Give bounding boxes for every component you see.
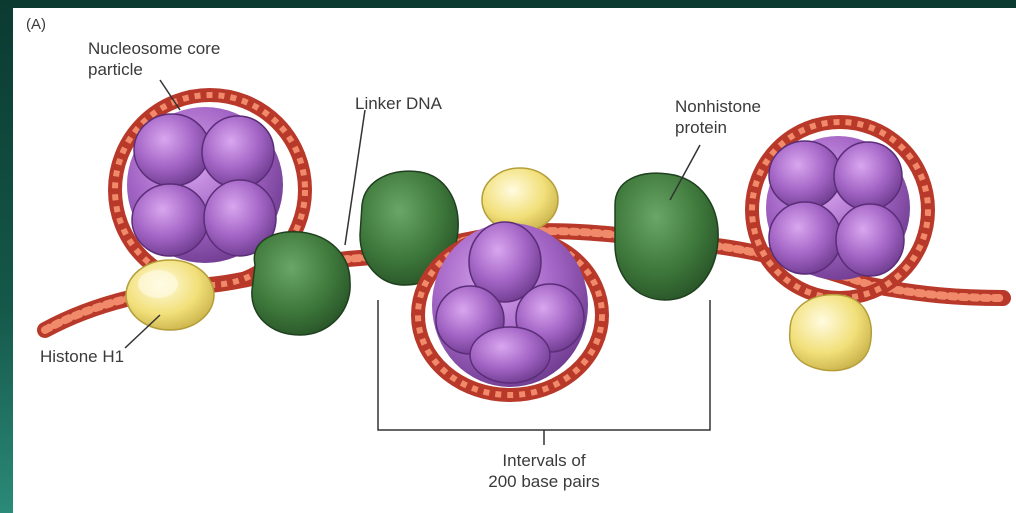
label-linker-dna: Linker DNA xyxy=(355,93,442,114)
histone-h1-left xyxy=(126,260,214,330)
label-nucleosome-core: Nucleosome core particle xyxy=(88,38,220,80)
label-nucleosome-line2: particle xyxy=(88,59,220,80)
label-intervals: Intervals of 200 base pairs xyxy=(464,450,624,492)
nucleosome-core-right xyxy=(752,122,928,298)
label-nonhistone-protein: Nonhistone protein xyxy=(675,96,761,138)
label-histone-h1: Histone H1 xyxy=(40,346,124,367)
label-nonhistone-line2: protein xyxy=(675,117,761,138)
nonhistone-protein-3 xyxy=(615,173,718,300)
label-nonhistone-line1: Nonhistone xyxy=(675,96,761,117)
histone-h1-middle xyxy=(482,168,558,232)
panel-label: (A) xyxy=(26,14,46,35)
histone-h1-right xyxy=(790,295,872,371)
nonhistone-protein-1 xyxy=(252,232,350,335)
label-intervals-line1: Intervals of xyxy=(464,450,624,471)
label-nucleosome-line1: Nucleosome core xyxy=(88,38,220,59)
label-intervals-line2: 200 base pairs xyxy=(464,471,624,492)
